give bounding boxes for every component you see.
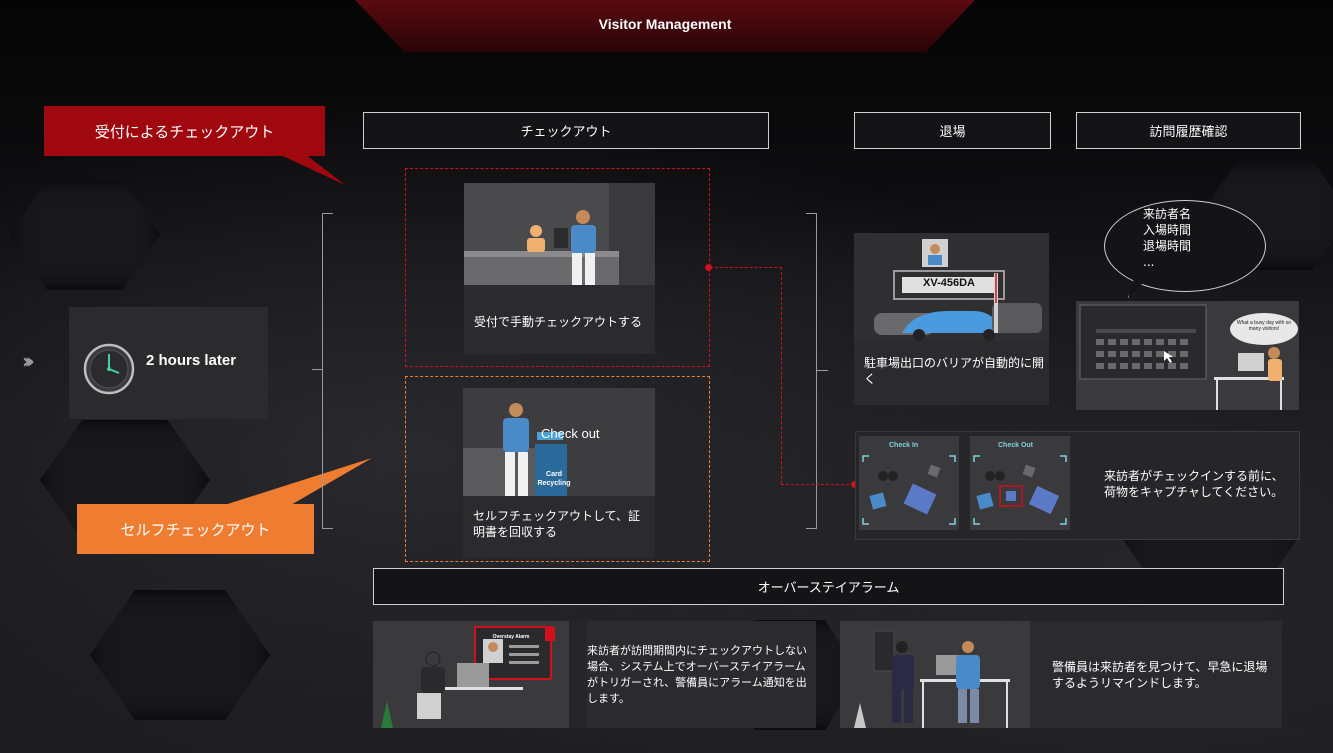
overstay-text-panel xyxy=(587,621,816,728)
history-speech-bubble xyxy=(1104,200,1266,292)
overstay-alarm-card: Overstay Alarm 来訪者が訪問期間内にチェックアウトしない場合、シス… xyxy=(373,621,816,728)
brace-left xyxy=(322,213,333,529)
section-exit-header: 退場 xyxy=(854,112,1051,149)
check-in-label: Check In xyxy=(889,442,919,449)
operator-screen-illustration xyxy=(1079,304,1298,410)
self-checkout-kiosk-illustration xyxy=(463,388,655,496)
check-out-panel: Check Out xyxy=(970,436,1070,530)
parking-barrier-text: 駐車場出口のバリアが自動的に開く xyxy=(864,356,1045,386)
bubble-line-exit-time: 退場時間 xyxy=(1143,239,1192,253)
manual-checkout-text: 受付で手動チェックアウトする xyxy=(474,315,643,329)
bubble-line-entry-time: 入場時間 xyxy=(1143,223,1192,237)
page-title: Visitor Management xyxy=(598,16,732,32)
timer-label: 2 hours later xyxy=(146,352,237,369)
check-out-label: Check Out xyxy=(998,442,1034,449)
connector-dot xyxy=(705,264,712,271)
history-illustration-card: What a busy day with so many visitors! xyxy=(1076,301,1299,410)
luggage-icon xyxy=(973,455,1067,525)
capture-card: Check In Check Out 来訪者がチェックインする前に、荷物をキャプ… xyxy=(855,431,1300,540)
connector-line xyxy=(781,267,782,484)
chevron-right-icon: ››› xyxy=(22,349,35,373)
luggage-icon xyxy=(862,455,956,525)
bubble-line-ellipsis: ... xyxy=(1143,255,1155,269)
capture-text: 来訪者がチェックインする前に、荷物をキャプチャしてください。 xyxy=(1104,469,1284,499)
check-in-panel: Check In xyxy=(859,436,959,530)
connector-line xyxy=(781,484,854,485)
guard-reminder-card: 警備員は来訪者を見つけて、早急に退場するようリマインドします。 xyxy=(840,621,1282,728)
brace-tip xyxy=(312,369,322,370)
self-checkout-card: Check out Card Recycling セルフチェックアウトして、証明… xyxy=(463,388,655,558)
clock-icon xyxy=(83,343,135,395)
manual-checkout-card: 受付で手動チェックアウトする xyxy=(464,183,655,354)
license-plate: XV-456DA xyxy=(923,277,975,289)
overstay-alarm-illustration xyxy=(373,621,569,728)
guard-reminder-text: 警備員は来訪者を見つけて、早急に退場するようリマインドします。 xyxy=(1052,660,1268,690)
busy-speech-text: What a busy day with so many visitors! xyxy=(1236,320,1292,332)
bubble-line-visitor-name: 来訪者名 xyxy=(1143,207,1192,221)
checkout-sign: Check out xyxy=(541,426,600,441)
overstay-popup-title: Overstay Alarm xyxy=(492,634,530,640)
history-bubble-text: 来訪者名 入場時間 退場時間 ... xyxy=(1143,206,1243,270)
reception-desk-illustration xyxy=(464,183,655,285)
brace-right xyxy=(806,213,817,529)
hex-decoration xyxy=(90,590,270,720)
self-checkout-text: セルフチェックアウトして、証明書を回収する xyxy=(473,509,641,539)
brace-tip xyxy=(816,370,828,371)
overstay-alarm-text: 来訪者が訪問期間内にチェックアウトしない場合、システム上でオーバーステイアラーム… xyxy=(587,644,807,705)
parking-barrier-card: XV-456DA 駐車場出口のバリアが自動的に開く xyxy=(854,233,1049,405)
callout-reception-checkout: 受付によるチェックアウト xyxy=(44,106,325,156)
connector-dot xyxy=(851,481,858,488)
card-recycling-label: Card Recycling xyxy=(537,471,571,487)
section-overstay-header: オーバーステイアラーム xyxy=(373,568,1284,605)
header-tab xyxy=(355,0,975,52)
section-history-header: 訪問履歴確認 xyxy=(1076,112,1301,149)
callout-self-checkout: セルフチェックアウト xyxy=(77,504,314,554)
parking-barrier-illustration xyxy=(854,233,1049,341)
guard-illustration xyxy=(840,621,1030,728)
section-checkout-header: チェックアウト xyxy=(363,112,769,149)
timer-box: 2 hours later xyxy=(69,307,268,419)
connector-line xyxy=(710,267,782,268)
self-checkout-frame xyxy=(405,376,710,562)
